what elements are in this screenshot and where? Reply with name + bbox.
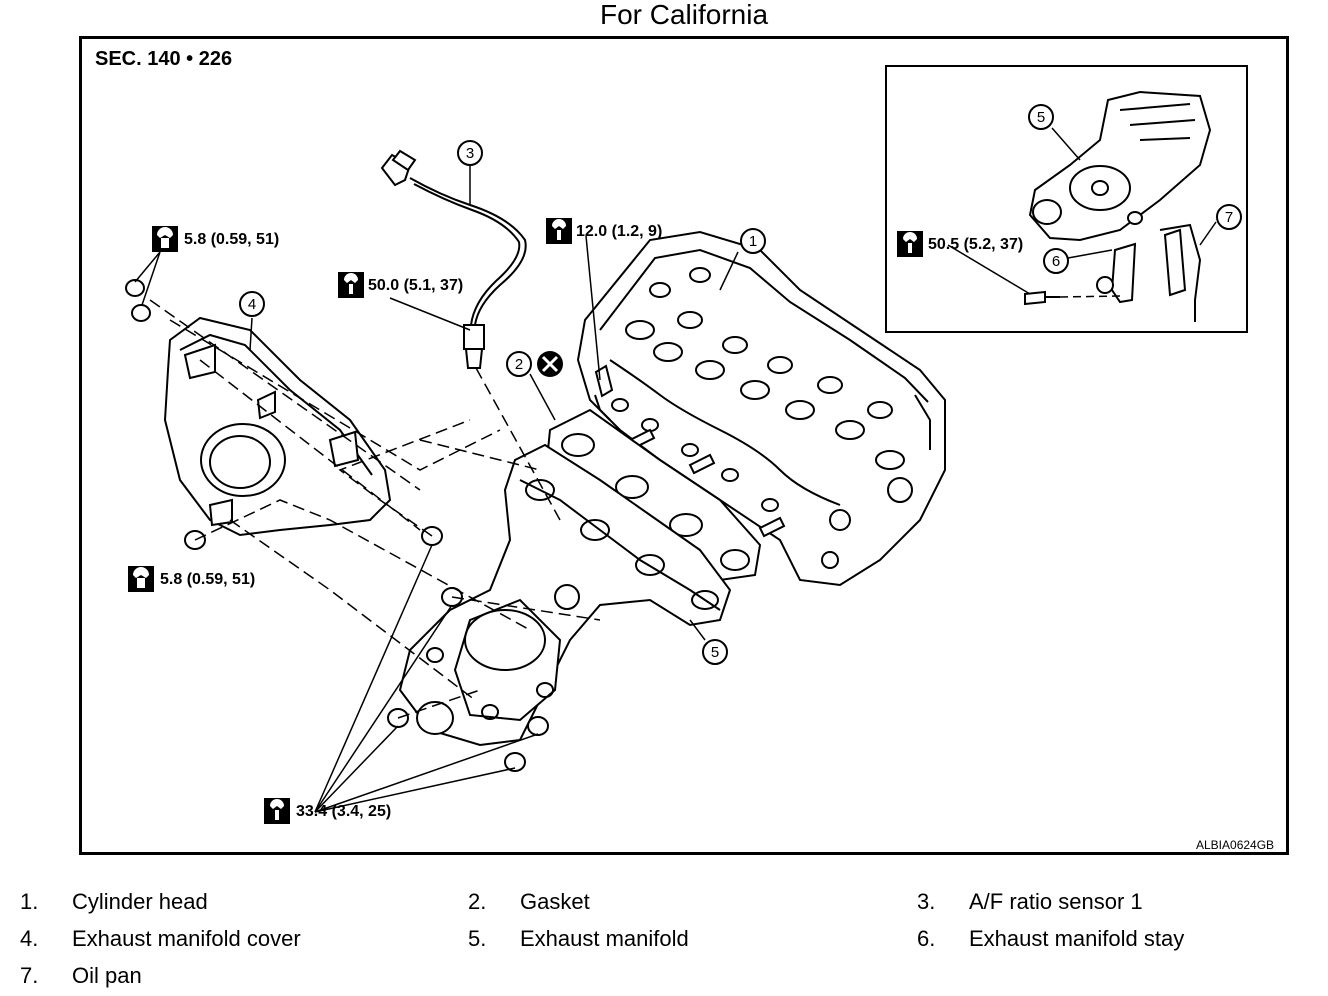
alignment-lines xyxy=(149,299,601,719)
torque-label-cover-bottom: 5.8 (0.59, 51) xyxy=(160,571,256,588)
callout-6-circle xyxy=(1043,248,1069,274)
callout-1-circle xyxy=(740,228,766,254)
torque-icon-stay xyxy=(897,231,923,257)
torque-icon-stud xyxy=(546,218,572,244)
figure-id: ALBIA0624GB xyxy=(1196,838,1275,852)
torque-label-stay: 50.5 (5.2, 37) xyxy=(928,236,1024,253)
torque-label-manifold: 33.4 (3.4, 25) xyxy=(296,803,392,820)
callout-circles xyxy=(239,104,1242,665)
leader-lines xyxy=(134,166,739,813)
callout-5b-circle xyxy=(1028,104,1054,130)
exhaust-manifold xyxy=(398,443,732,747)
diagram-frame xyxy=(79,36,1289,855)
section-label: SEC. 140 • 226 xyxy=(95,48,233,70)
nuts xyxy=(125,279,549,772)
callout-6: 6 xyxy=(1052,253,1060,270)
torque-icon-cover-top xyxy=(152,226,178,252)
callout-4-circle xyxy=(239,291,265,317)
callout-3: 3 xyxy=(466,145,474,162)
replace-part-icon xyxy=(537,351,563,377)
callout-3-circle xyxy=(457,140,483,166)
torque-icon-sensor xyxy=(338,272,364,298)
figure-title: For California xyxy=(599,0,769,30)
torque-label-cover-top: 5.8 (0.59, 51) xyxy=(184,231,280,248)
callout-5b: 5 xyxy=(1037,109,1045,126)
callout-7-circle xyxy=(1216,204,1242,230)
cylinder-head xyxy=(576,230,946,587)
torque-icon-cover-bottom xyxy=(128,566,154,592)
callout-5: 5 xyxy=(711,644,719,661)
callout-7: 7 xyxy=(1225,209,1233,226)
inset-box xyxy=(885,65,1248,333)
callout-1: 1 xyxy=(749,233,757,250)
torque-label-stud: 12.0 (1.2, 9) xyxy=(576,223,663,240)
torque-icon-manifold xyxy=(264,798,290,824)
inset-manifold xyxy=(1024,90,1212,322)
callout-5-circle xyxy=(702,639,728,665)
callout-2-circle xyxy=(506,351,532,377)
callout-4: 4 xyxy=(248,296,256,313)
callout-2: 2 xyxy=(515,356,523,373)
exhaust-manifold-cover xyxy=(163,316,392,537)
torque-label-sensor: 50.0 (5.1, 37) xyxy=(368,277,464,294)
af-ratio-sensor xyxy=(380,149,527,369)
